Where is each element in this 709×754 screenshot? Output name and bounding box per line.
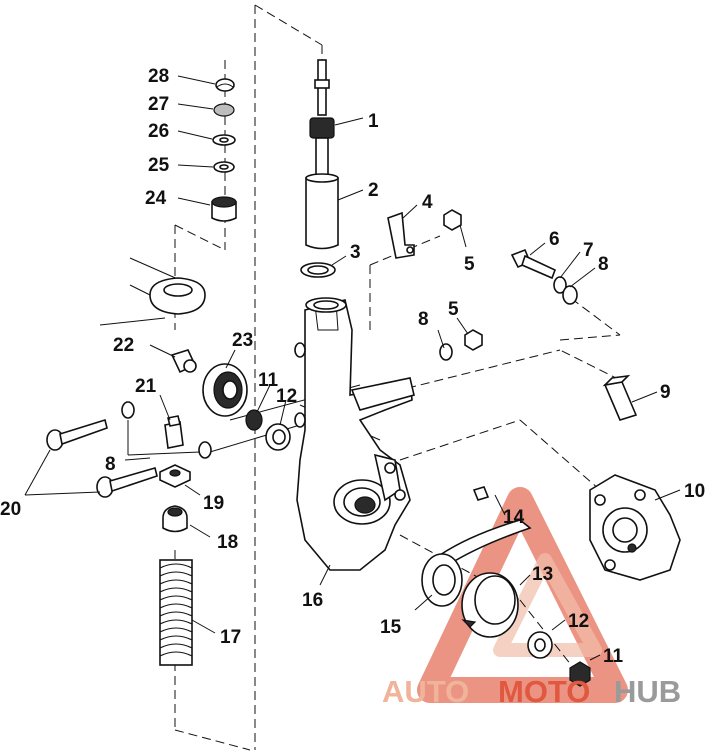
callout-21: 21 bbox=[135, 376, 157, 397]
callout-11b: 11 bbox=[603, 646, 624, 667]
watermark-text: AUTO MOTO HUB bbox=[382, 674, 681, 709]
nut-11a bbox=[245, 409, 263, 431]
callout-13: 13 bbox=[532, 564, 553, 585]
bolt-6 bbox=[510, 248, 578, 305]
callout-5a: 5 bbox=[464, 254, 475, 275]
callout-16: 16 bbox=[302, 590, 323, 611]
washer-8c bbox=[198, 441, 212, 459]
callout-12a: 12 bbox=[276, 386, 297, 407]
callout-17: 17 bbox=[220, 627, 241, 648]
hub-10 bbox=[589, 474, 681, 581]
callout-8b: 8 bbox=[418, 309, 429, 330]
callout-19: 19 bbox=[203, 493, 224, 514]
steering-knuckle bbox=[294, 297, 415, 571]
bushing-18-top bbox=[167, 507, 183, 517]
callout-23: 23 bbox=[232, 330, 253, 351]
callout-labels: 1 2 3 4 5 5 6 7 8 8 8 9 10 11 11 12 12 1… bbox=[0, 66, 705, 667]
nut-5b bbox=[464, 329, 483, 351]
top-mount-stack bbox=[211, 78, 237, 222]
callout-7: 7 bbox=[583, 240, 594, 261]
washer-8a bbox=[121, 401, 135, 419]
callout-6: 6 bbox=[549, 229, 560, 250]
callout-10: 10 bbox=[684, 481, 705, 502]
nut-19-hole bbox=[169, 469, 181, 477]
block-9-top bbox=[602, 374, 631, 387]
bolt-20b bbox=[96, 467, 158, 498]
callout-12b: 12 bbox=[568, 611, 589, 632]
shock-absorber bbox=[300, 59, 339, 278]
nut-5a bbox=[443, 209, 462, 231]
callout-9: 9 bbox=[660, 382, 671, 403]
bolt-20a bbox=[46, 418, 108, 451]
callout-2: 2 bbox=[368, 180, 379, 201]
callout-22: 22 bbox=[113, 335, 134, 356]
callout-3: 3 bbox=[350, 242, 361, 263]
callout-14: 14 bbox=[503, 507, 525, 528]
seal-15-inner bbox=[432, 564, 456, 596]
fitting-14 bbox=[472, 486, 490, 501]
block-9 bbox=[603, 381, 638, 421]
callout-8a: 8 bbox=[598, 254, 609, 275]
callout-24: 24 bbox=[145, 188, 167, 209]
seal-14 bbox=[438, 519, 532, 567]
callout-15: 15 bbox=[380, 617, 402, 638]
callout-26: 26 bbox=[148, 121, 169, 142]
watermark-text-moto: MOTO bbox=[498, 674, 590, 709]
washer-8b bbox=[439, 343, 453, 361]
washer-12b-inner bbox=[534, 638, 546, 652]
leader-lines bbox=[24, 75, 681, 661]
bracket-4 bbox=[387, 211, 415, 259]
seal-23-hole bbox=[222, 380, 238, 400]
callout-27: 27 bbox=[148, 94, 169, 115]
callout-25: 25 bbox=[148, 155, 170, 176]
callout-4: 4 bbox=[422, 192, 433, 213]
callout-20: 20 bbox=[0, 499, 21, 520]
washer-12a-inner bbox=[272, 429, 286, 445]
callout-11a: 11 bbox=[258, 370, 279, 391]
nut-11b bbox=[569, 661, 591, 687]
watermark-text-hub: HUB bbox=[614, 674, 681, 709]
callout-1: 1 bbox=[368, 111, 379, 132]
callout-28: 28 bbox=[148, 66, 169, 87]
bearing-13 bbox=[461, 572, 519, 638]
fitting-21-top bbox=[167, 415, 181, 427]
spring-17 bbox=[159, 559, 193, 666]
fitting-22-end bbox=[183, 359, 197, 373]
callout-8c: 8 bbox=[105, 454, 116, 475]
callout-18: 18 bbox=[217, 532, 238, 553]
callout-5b: 5 bbox=[448, 299, 459, 320]
watermark-text-auto: AUTO bbox=[382, 674, 469, 709]
mount-bushing bbox=[149, 277, 206, 315]
